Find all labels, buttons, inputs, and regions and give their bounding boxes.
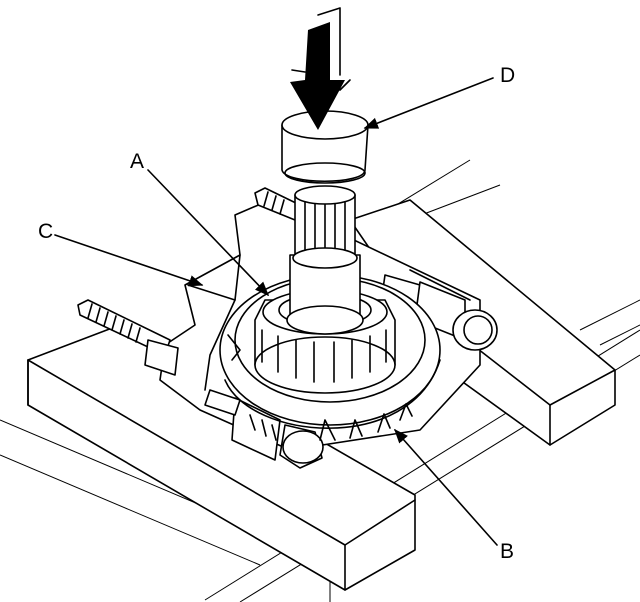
label-d: D: [500, 64, 515, 87]
label-c: C: [38, 220, 53, 243]
splined-shaft: [286, 185, 364, 335]
bottom-bolt: [204, 389, 324, 469]
left-threaded-bolt: [77, 299, 179, 376]
label-a: A: [130, 150, 144, 173]
callout-leaders: [54, 77, 498, 546]
label-b: B: [500, 540, 514, 563]
press-force-arrow: [290, 7, 351, 130]
press-attachment: [281, 110, 369, 184]
